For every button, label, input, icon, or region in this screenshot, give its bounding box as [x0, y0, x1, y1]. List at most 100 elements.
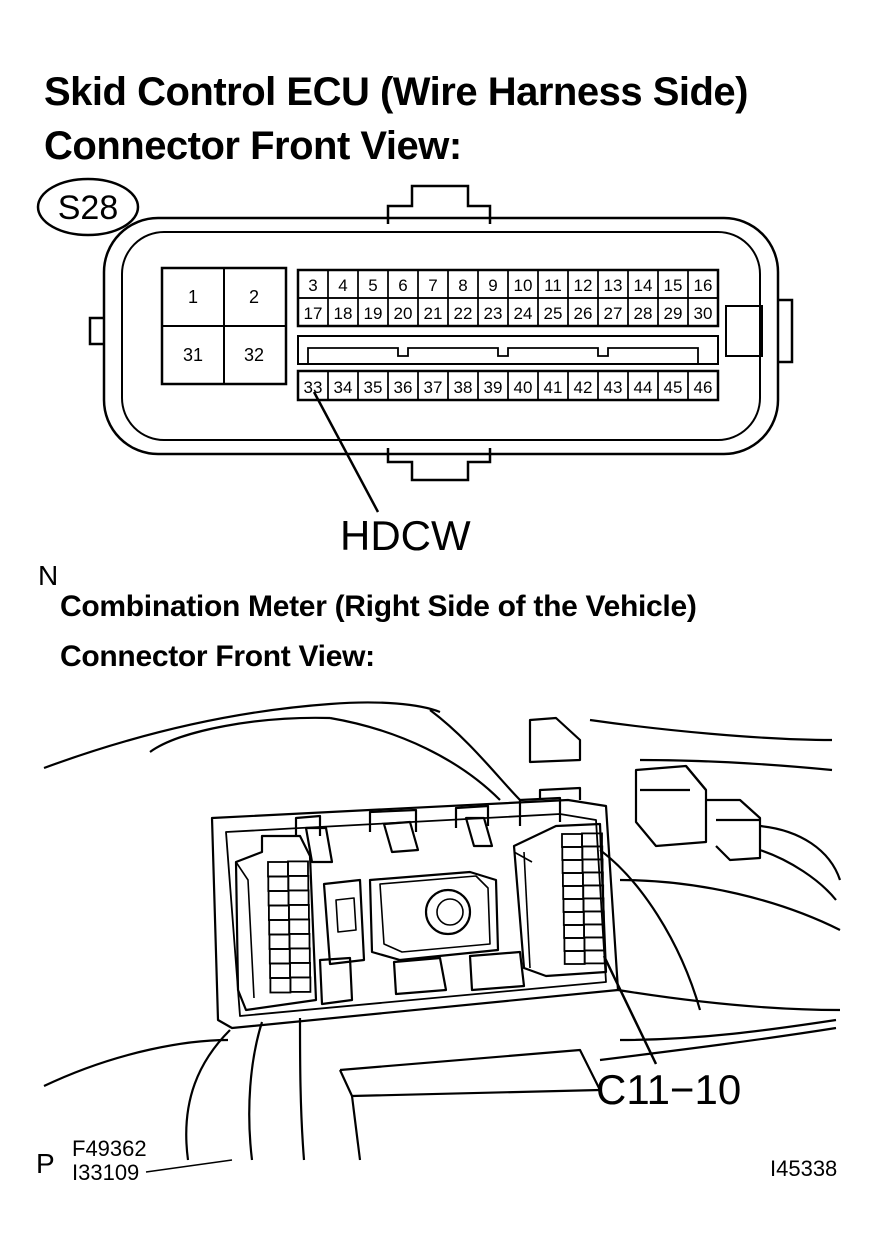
cavity — [268, 933, 291, 950]
pin-39: 39 — [484, 378, 503, 397]
pin-cell-46 — [687, 370, 719, 401]
cavity — [561, 859, 584, 874]
left-connector-cavities — [267, 860, 312, 994]
pin-40: 40 — [514, 378, 533, 397]
cavity — [583, 923, 605, 939]
cavity — [287, 889, 310, 906]
pin-13: 13 — [604, 276, 623, 295]
pin-37: 37 — [424, 378, 443, 397]
pin-27: 27 — [604, 304, 623, 323]
cavity — [288, 947, 311, 964]
cavity — [562, 898, 585, 913]
cavity — [288, 933, 311, 950]
title-line-1: Skid Control ECU (Wire Harness Side) — [44, 70, 749, 114]
cavity — [287, 860, 309, 877]
mark-n: N — [38, 560, 59, 591]
cavity — [267, 875, 290, 892]
pin-45: 45 — [664, 378, 683, 397]
pin-7: 7 — [428, 276, 437, 295]
cavity — [287, 875, 310, 892]
pin-36: 36 — [394, 378, 413, 397]
pin-16: 16 — [694, 276, 713, 295]
pin-23: 23 — [484, 304, 503, 323]
pin-22: 22 — [454, 304, 473, 323]
pin-26: 26 — [574, 304, 593, 323]
cavity — [562, 885, 585, 900]
cavity — [583, 949, 606, 965]
mark-p: P — [36, 1148, 55, 1179]
cavity — [561, 846, 584, 861]
title-line-2: Connector Front View: — [44, 124, 462, 168]
ref-code-2: I33109 — [72, 1160, 140, 1185]
ecu-connector — [88, 184, 794, 482]
cavity — [269, 977, 292, 994]
ref-leader-line — [145, 1159, 233, 1173]
cavity — [582, 910, 605, 926]
s28-oval — [36, 177, 140, 237]
pin-11: 11 — [544, 276, 562, 295]
pin-14: 14 — [634, 276, 653, 295]
cavity — [581, 832, 603, 848]
cavity — [562, 911, 585, 926]
cavity — [563, 937, 586, 952]
pin-6: 6 — [398, 276, 407, 295]
pin-9: 9 — [488, 276, 497, 295]
pin-35: 35 — [364, 378, 383, 397]
pin-2: 2 — [249, 287, 259, 307]
cavity — [561, 833, 583, 848]
pin-29: 29 — [664, 304, 683, 323]
pin-41: 41 — [544, 378, 563, 397]
ref-code-3: I45338 — [770, 1156, 838, 1181]
cavity — [562, 872, 584, 887]
pin-30: 30 — [694, 304, 713, 323]
pin-15: 15 — [664, 276, 683, 295]
pin-5: 5 — [368, 276, 377, 295]
pin-25: 25 — [544, 304, 563, 323]
c11-leader-line — [602, 955, 658, 1065]
pin-38: 38 — [454, 378, 473, 397]
pin-20: 20 — [394, 304, 413, 323]
cavity — [289, 976, 312, 993]
cavity — [267, 904, 290, 921]
title-line-4: Connector Front View: — [60, 640, 375, 673]
cavity — [267, 861, 289, 878]
pin-28: 28 — [634, 304, 653, 323]
pin-34: 34 — [334, 378, 353, 397]
pin-1: 1 — [188, 287, 198, 307]
right-connector-cavities — [561, 832, 606, 965]
pin-18: 18 — [334, 304, 353, 323]
big-pin-labels: 1 2 31 32 — [183, 287, 264, 365]
pin-8: 8 — [458, 276, 467, 295]
connector-id-label: S28 — [58, 189, 119, 227]
hdcw-leader-line — [312, 391, 380, 513]
pin-32: 32 — [244, 345, 264, 365]
ref-code-1: F49362 — [72, 1136, 147, 1161]
title-line-3: Combination Meter (Right Side of the Veh… — [60, 590, 697, 623]
pin-cell-30 — [687, 297, 719, 327]
pin-12: 12 — [574, 276, 593, 295]
pin-24: 24 — [514, 304, 533, 323]
cavity — [267, 890, 290, 907]
cavity — [563, 924, 585, 939]
cavity — [289, 962, 312, 979]
pin-44: 44 — [634, 378, 653, 397]
pin-31: 31 — [183, 345, 203, 365]
callout-hdcw: HDCW — [340, 512, 471, 559]
pin-42: 42 — [574, 378, 593, 397]
cavity — [287, 904, 310, 921]
callout-c11-10: C11−10 — [596, 1066, 742, 1113]
pin-19: 19 — [364, 304, 383, 323]
pin-17: 17 — [304, 304, 323, 323]
pin-4: 4 — [338, 276, 347, 295]
pin-21: 21 — [424, 304, 443, 323]
pin-46: 46 — [694, 378, 713, 397]
cavity — [269, 962, 292, 979]
cavity — [563, 950, 586, 965]
cavity — [268, 919, 291, 936]
pin-10: 10 — [514, 276, 533, 295]
combination-meter-illustration — [43, 701, 842, 1161]
pin-33: 33 — [304, 378, 323, 397]
cavity — [288, 918, 311, 935]
cavity — [268, 948, 291, 965]
